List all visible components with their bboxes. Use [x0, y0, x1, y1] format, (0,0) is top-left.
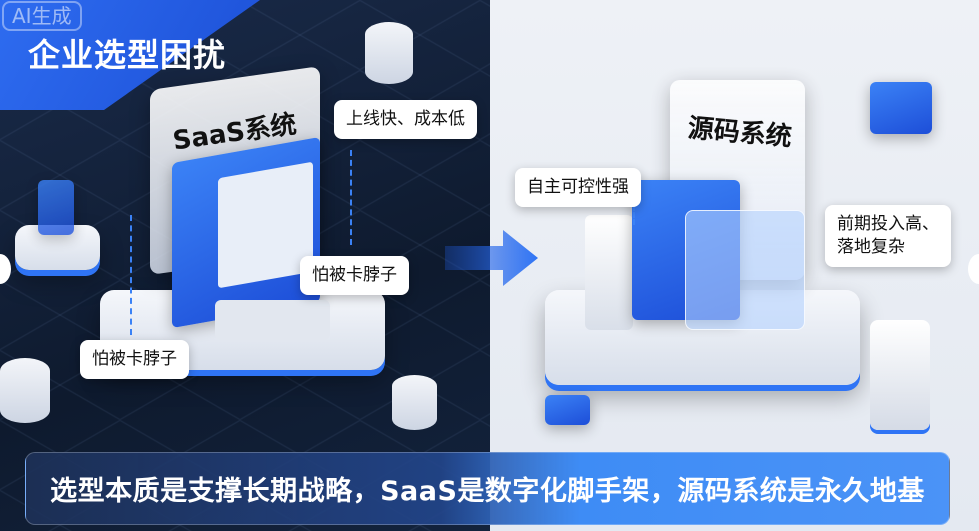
- callout-lock-in-risk-2: 怕被卡脖子: [80, 340, 189, 379]
- next-button[interactable]: [968, 254, 979, 284]
- keyboard-icon: [215, 300, 330, 340]
- callout-lock-in-risk: 怕被卡脖子: [300, 256, 409, 295]
- laptop-icon: [870, 82, 932, 134]
- arrow-right-icon: [445, 230, 538, 286]
- browser-content: [218, 161, 313, 289]
- server-rack-icon: [870, 320, 930, 430]
- ai-generated-badge: AI生成: [2, 1, 82, 31]
- server-tower-icon: [585, 215, 633, 330]
- page-title: 企业选型困扰: [28, 36, 227, 74]
- plant-pot-icon: [392, 375, 437, 430]
- device-icon: [0, 358, 50, 423]
- chart-card-icon: [38, 180, 74, 235]
- summary-banner: 选型本质是支撑长期战略，SaaS是数字化脚手架，源码系统是永久地基: [25, 452, 950, 525]
- summary-text: 选型本质是支撑长期战略，SaaS是数字化脚手架，源码系统是永久地基: [50, 476, 925, 507]
- callout-fast-launch: 上线快、成本低: [334, 100, 477, 139]
- chart-glass-card: [685, 210, 805, 330]
- connector-line: [350, 150, 352, 245]
- document-stack-icon: [545, 395, 590, 425]
- prev-button[interactable]: [0, 254, 11, 284]
- connector-line: [633, 205, 635, 225]
- connector-line: [130, 215, 132, 335]
- database-icon: [365, 22, 413, 84]
- callout-high-cost: 前期投入高、 落地复杂: [825, 205, 951, 267]
- callout-autonomy: 自主可控性强: [515, 168, 641, 207]
